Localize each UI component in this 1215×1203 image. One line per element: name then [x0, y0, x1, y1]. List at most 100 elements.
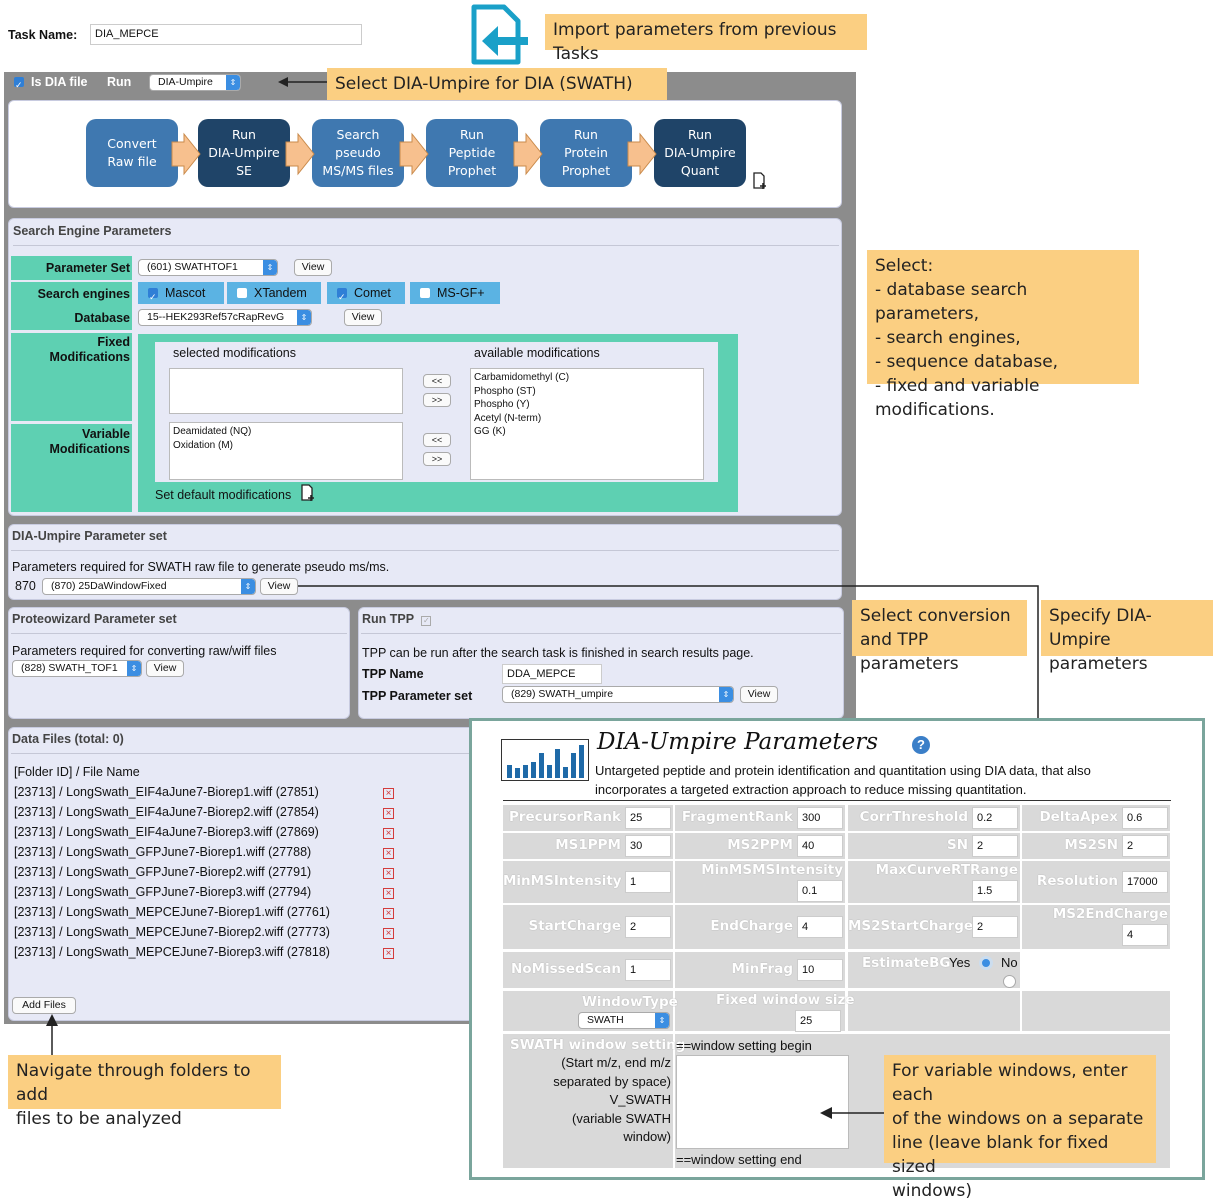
dia-view-button[interactable]: View: [260, 578, 298, 595]
run-tpp-checkbox[interactable]: ✓: [421, 616, 432, 626]
arrow-navigate: [46, 1014, 58, 1056]
database-view-button[interactable]: View: [344, 309, 382, 326]
step-label: Run: [688, 127, 712, 142]
arrow-variable: [820, 1107, 886, 1119]
file-row: [23713] / LongSwath_EIF4aJune7-Biorep3.w…: [14, 825, 319, 839]
file-row: [23713] / LongSwath_MEPCEJune7-Biorep1.w…: [14, 905, 330, 919]
engine-comet[interactable]: Comet: [327, 282, 405, 308]
variable-selected-list[interactable]: Deamidated (NQ)Oxidation (M): [169, 422, 403, 480]
param-input-deltaapex[interactable]: 0.6: [1122, 807, 1168, 829]
param-input-ms2ppm[interactable]: 40: [797, 835, 843, 857]
help-icon[interactable]: ?: [912, 736, 930, 754]
available-mods-list[interactable]: Carbamidomethyl (C)Phospho (ST)Phospho (…: [470, 368, 704, 480]
tpp-view-button[interactable]: View: [740, 686, 778, 703]
param-input-maxcurvertrange[interactable]: 1.5: [972, 880, 1018, 902]
engine-xtandem[interactable]: XTandem: [227, 282, 321, 304]
remove-file-icon[interactable]: ×: [383, 948, 394, 959]
chevron-icon: [171, 132, 201, 176]
fixed-window-input[interactable]: 25: [795, 1010, 841, 1032]
step-label: Run: [574, 127, 598, 142]
add-step-icon[interactable]: [752, 172, 768, 190]
swath-window-textarea[interactable]: [676, 1055, 849, 1149]
step-label: Run: [460, 127, 484, 142]
run-select[interactable]: DIA-Umpire⇕: [149, 74, 241, 91]
is-dia-checkbox[interactable]: [14, 75, 24, 95]
param-input-endcharge[interactable]: 4: [797, 916, 843, 938]
param-input-corrthreshold[interactable]: 0.2: [972, 807, 1018, 829]
param-input-ms2endcharge[interactable]: 4: [1122, 924, 1168, 946]
add-files-button[interactable]: Add Files: [12, 997, 76, 1014]
umpire-logo: [501, 739, 589, 781]
param-set-select[interactable]: (601) SWATHTOF1⇕: [138, 259, 278, 276]
proteowizard-select[interactable]: (828) SWATH_TOF1⇕: [12, 660, 142, 677]
fixed-selected-list[interactable]: [169, 368, 403, 414]
estimatebg-yes-radio[interactable]: [979, 956, 993, 970]
param-input-fragmentrank[interactable]: 300: [797, 807, 843, 829]
param-input-minmsintensity[interactable]: 1: [625, 871, 671, 893]
step-label: Quant: [680, 163, 720, 178]
set-default-mods-link[interactable]: Set default modifications: [155, 488, 292, 502]
param-input-ms2sn[interactable]: 2: [1122, 835, 1168, 857]
step-label: Search: [336, 127, 380, 142]
param-input-sn[interactable]: 2: [972, 835, 1018, 857]
engine-msgf[interactable]: MS-GF+: [410, 282, 500, 304]
dia-desc: Parameters required for SWATH raw file t…: [12, 560, 390, 574]
import-icon[interactable]: [468, 4, 530, 66]
selected-mods-label: selected modifications: [173, 346, 296, 360]
remove-file-icon[interactable]: ×: [383, 888, 394, 899]
param-input-precursorrank[interactable]: 25: [625, 807, 671, 829]
param-set-view-button[interactable]: View: [294, 259, 332, 276]
param-label-ms1ppm: MS1PPM: [555, 837, 621, 853]
param-set-label: Parameter Set: [45, 261, 130, 275]
param-label-corrthreshold: CorrThreshold: [859, 809, 968, 825]
arrow-select-dia: [278, 74, 330, 90]
step-label: DIA-Umpire: [664, 145, 736, 160]
add-default-icon[interactable]: [300, 484, 316, 502]
file-row: [23713] / LongSwath_MEPCEJune7-Biorep2.w…: [14, 925, 330, 939]
step-label: Run: [232, 127, 256, 142]
task-name-input[interactable]: DIA_MEPCE: [90, 24, 362, 45]
variable-move-right-button[interactable]: >>: [423, 452, 451, 466]
estimatebg-no-radio[interactable]: [1003, 975, 1016, 988]
tpp-param-label: TPP Parameter set: [362, 689, 473, 703]
file-row: [23713] / LongSwath_GFPJune7-Biorep2.wif…: [14, 865, 312, 879]
remove-file-icon[interactable]: ×: [383, 908, 394, 919]
param-input-ms2startcharge[interactable]: 2: [972, 916, 1018, 938]
remove-file-icon[interactable]: ×: [383, 868, 394, 879]
remove-file-icon[interactable]: ×: [383, 788, 394, 799]
param-input-ms1ppm[interactable]: 30: [625, 835, 671, 857]
remove-file-icon[interactable]: ×: [383, 928, 394, 939]
param-input-startcharge[interactable]: 2: [625, 916, 671, 938]
param-input-resolution[interactable]: 17000: [1122, 871, 1168, 893]
windowtype-select[interactable]: SWATH⇕: [578, 1012, 670, 1029]
tpp-param-select[interactable]: (829) SWATH_umpire⇕: [502, 686, 734, 703]
step-label: Protein: [564, 145, 608, 160]
remove-file-icon[interactable]: ×: [383, 808, 394, 819]
chevron-icon: [513, 132, 543, 176]
remove-file-icon[interactable]: ×: [383, 848, 394, 859]
step-label: Prophet: [561, 163, 611, 178]
fixed-move-left-button[interactable]: <<: [423, 374, 451, 388]
file-row: [23713] / LongSwath_GFPJune7-Biorep1.wif…: [14, 845, 312, 859]
fixed-move-right-button[interactable]: >>: [423, 393, 451, 407]
remove-file-icon[interactable]: ×: [383, 828, 394, 839]
variable-move-left-button[interactable]: <<: [423, 433, 451, 447]
engine-mascot[interactable]: Mascot: [138, 282, 224, 308]
estimatebg-label: EstimateBG: [862, 955, 951, 971]
param-label-ms2startcharge: MS2StartCharge: [848, 918, 974, 934]
param-label-endcharge: EndCharge: [710, 918, 793, 934]
param-input-nomissedscan[interactable]: 1: [625, 959, 671, 981]
file-row: [23713] / LongSwath_GFPJune7-Biorep3.wif…: [14, 885, 312, 899]
database-select[interactable]: 15--HEK293Ref57cRapRevG⇕: [138, 309, 312, 326]
dia-param-select[interactable]: (870) 25DaWindowFixed⇕: [42, 578, 256, 595]
file-row: [23713] / LongSwath_MEPCEJune7-Biorep3.w…: [14, 945, 330, 959]
tpp-name-input[interactable]: DDA_MEPCE: [502, 664, 602, 684]
proteowizard-view-button[interactable]: View: [146, 660, 184, 677]
param-input-minfrag[interactable]: 10: [797, 959, 843, 981]
param-input-minmsmsintensity[interactable]: 0.1: [797, 880, 843, 902]
